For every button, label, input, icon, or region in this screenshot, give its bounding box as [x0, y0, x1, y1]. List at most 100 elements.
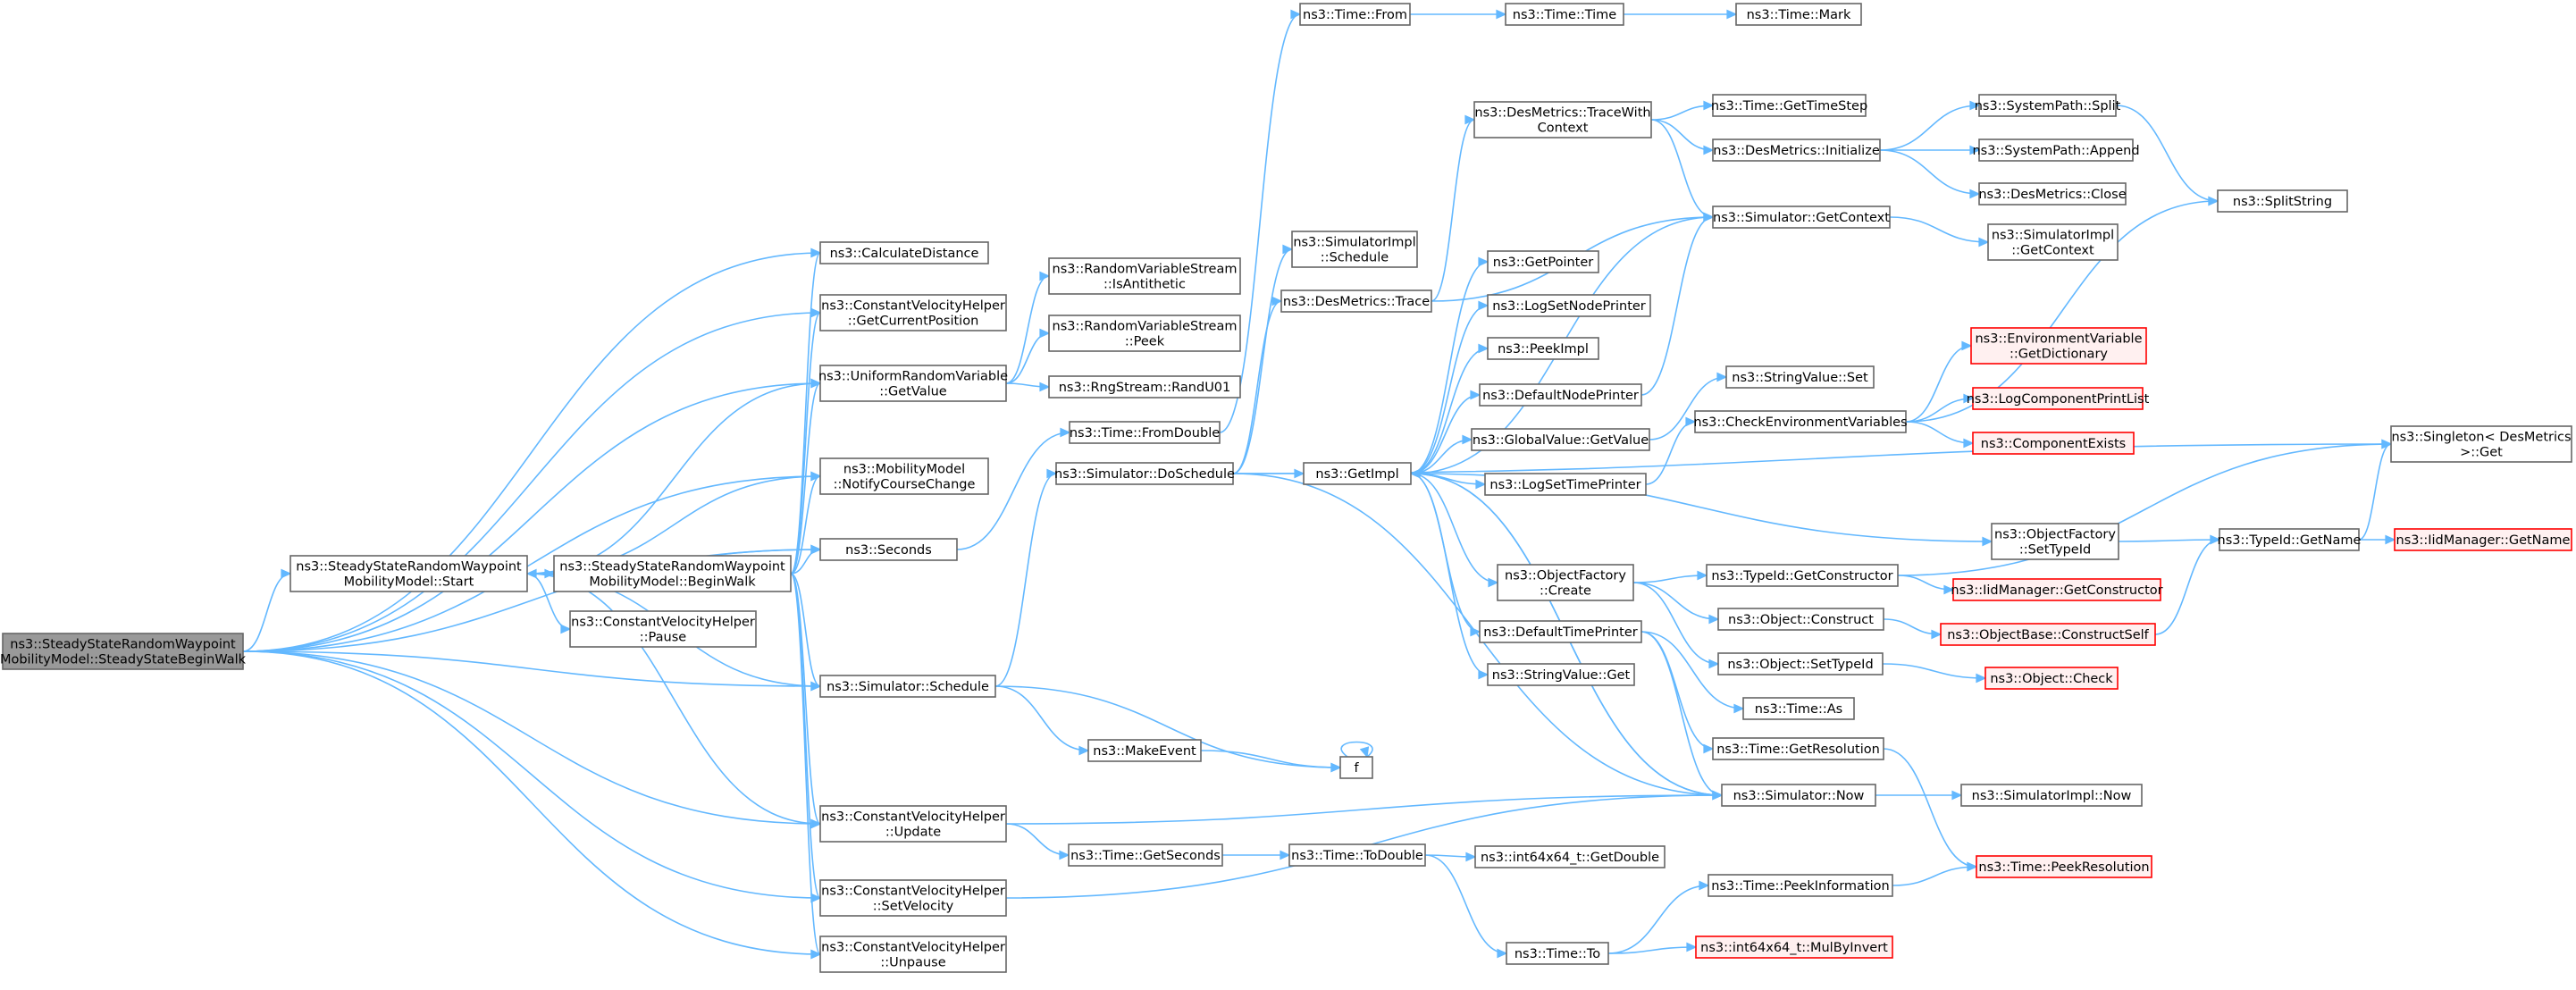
node-timemark[interactable]: ns3::Time::Mark — [1735, 3, 1862, 26]
node-getimpl[interactable]: ns3::GetImpl — [1303, 462, 1412, 485]
node-unpause[interactable]: ns3::ConstantVelocityHelper::Unpause — [819, 935, 1007, 973]
edge-arrowhead — [810, 378, 822, 389]
node-beginwalk[interactable]: ns3::SteadyStateRandomWaypointMobilityMo… — [553, 555, 792, 592]
edge-seconds-to-fromdouble — [956, 432, 1070, 550]
node-box — [553, 555, 792, 592]
node-makeevent[interactable]: ns3::MakeEvent — [1087, 739, 1202, 762]
node-peek[interactable]: ns3::RandomVariableStream::Peek — [1048, 315, 1241, 352]
node-label: ns3::Time::Time — [1513, 8, 1617, 22]
node-peekresolution[interactable]: ns3::Time::PeekResolution — [1976, 855, 2152, 878]
node-cvhupdate[interactable]: ns3::ConstantVelocityHelper::Update — [819, 805, 1007, 843]
node-spappend[interactable]: ns3::SystemPath::Append — [1972, 138, 2140, 162]
node-simimplgetcontext[interactable]: ns3::SimulatorImpl::GetContext — [1987, 223, 2119, 261]
node-getseconds[interactable]: ns3::Time::GetSeconds — [1068, 843, 1223, 867]
node-simimplnow[interactable]: ns3::SimulatorImpl::Now — [1960, 784, 2143, 807]
node-seconds[interactable]: ns3::Seconds — [819, 538, 958, 561]
node-timetime[interactable]: ns3::Time::Time — [1505, 3, 1624, 26]
node-urvgetvalue[interactable]: ns3::UniformRandomVariable::GetValue — [818, 365, 1008, 402]
node-logsettimeprinter[interactable]: ns3::LogSetTimePrinter — [1484, 473, 1647, 496]
node-isantithetic[interactable]: ns3::RandomVariableStream::IsAntithetic — [1048, 257, 1241, 295]
node-label: ns3::IidManager::GetConstructor — [1951, 583, 2162, 598]
node-todouble[interactable]: ns3::Time::ToDouble — [1288, 843, 1426, 867]
node-splitstring[interactable]: ns3::SplitString — [2217, 189, 2348, 213]
edge-arrowhead — [1685, 416, 1697, 427]
node-box — [1479, 620, 1642, 643]
node-timeto[interactable]: ns3::Time::To — [1506, 942, 1609, 965]
node-objconstruct[interactable]: ns3::Object::Construct — [1717, 608, 1884, 631]
node-root[interactable]: ns3::SteadyStateRandomWaypointMobilityMo… — [0, 633, 247, 670]
node-randu01[interactable]: ns3::RngStream::RandU01 — [1048, 375, 1241, 399]
node-iidgetconstructor[interactable]: ns3::IidManager::GetConstructor — [1951, 578, 2163, 601]
node-f[interactable]: f — [1339, 756, 1373, 779]
edge-dminitialize-to-spsplit — [1879, 105, 1980, 151]
node-logcompprintlist[interactable]: ns3::LogComponentPrintList — [1967, 387, 2150, 410]
node-ofsettypeid[interactable]: ns3::ObjectFactory::SetTypeId — [1991, 523, 2119, 560]
node-peekinformation[interactable]: ns3::Time::PeekInformation — [1708, 874, 1893, 897]
node-doschedule[interactable]: ns3::Simulator::DoSchedule — [1054, 462, 1235, 485]
node-box — [1505, 3, 1624, 26]
node-getcurpos[interactable]: ns3::ConstantVelocityHelper::GetCurrentP… — [819, 294, 1007, 331]
node-typeidgetconstructor[interactable]: ns3::TypeId::GetConstructor — [1706, 564, 1899, 587]
node-box — [1474, 845, 1666, 868]
node-notifycourse[interactable]: ns3::MobilityModel::NotifyCourseChange — [819, 457, 989, 495]
node-label: ns3::ObjectFactory — [1505, 569, 1626, 583]
edge-timeto-to-peekinformation — [1607, 885, 1709, 954]
node-gettimestep[interactable]: ns3::Time::GetTimeStep — [1711, 94, 1867, 117]
edge-arrowhead — [1271, 296, 1283, 306]
edge-defaulttimeprinter-to-simnow — [1640, 631, 1723, 796]
node-calcdist[interactable]: ns3::CalculateDistance — [819, 241, 989, 264]
node-label: MobilityModel::SteadyStateBeginWalk — [0, 653, 247, 667]
node-gvgetvalue[interactable]: ns3::GlobalValue::GetValue — [1471, 428, 1650, 451]
node-ofcreate[interactable]: ns3::ObjectFactory::Create — [1497, 564, 1634, 601]
node-simgetcontext[interactable]: ns3::Simulator::GetContext — [1712, 206, 1891, 229]
node-stringvalueset[interactable]: ns3::StringValue::Set — [1725, 365, 1875, 389]
node-typeidgetname[interactable]: ns3::TypeId::GetName — [2218, 528, 2362, 551]
node-peekimpl[interactable]: ns3::PeekImpl — [1487, 337, 1599, 360]
edge-defaultnodeprinter-to-simgetcontext — [1640, 216, 1714, 396]
edge-objbaseconstructself-to-typeidgetname — [2154, 539, 2220, 635]
node-label: ns3::Simulator::Schedule — [827, 680, 989, 694]
node-start[interactable]: ns3::SteadyStateRandomWaypointMobilityMo… — [289, 555, 528, 592]
node-iidgetname[interactable]: ns3::IidManager::GetName — [2394, 528, 2572, 551]
node-label: ns3::int64x64_t::MulByInvert — [1700, 941, 1888, 955]
node-singletonget[interactable]: ns3::Singleton< DesMetrics >::Get — [2390, 425, 2572, 463]
node-box — [1712, 138, 1881, 162]
node-timefrom[interactable]: ns3::Time::From — [1299, 3, 1411, 26]
node-logsetnodeprinter[interactable]: ns3::LogSetNodePrinter — [1487, 294, 1651, 317]
node-getpointer[interactable]: ns3::GetPointer — [1487, 250, 1599, 273]
node-setvelocity[interactable]: ns3::ConstantVelocityHelper::SetVelocity — [819, 879, 1007, 917]
node-envgetdict[interactable]: ns3::EnvironmentVariable::GetDictionary — [1970, 327, 2147, 365]
node-objcheck[interactable]: ns3::Object::Check — [1984, 667, 2119, 690]
node-simnow[interactable]: ns3::Simulator::Now — [1721, 784, 1876, 807]
edge-arrowhead — [1488, 577, 1499, 588]
node-fromdouble[interactable]: ns3::Time::FromDouble — [1069, 421, 1221, 444]
node-label: ::SetTypeId — [2019, 543, 2091, 558]
node-defaulttimeprinter[interactable]: ns3::DefaultTimePrinter — [1479, 620, 1642, 643]
node-dmclose[interactable]: ns3::DesMetrics::Close — [1978, 182, 2127, 206]
node-int64getdouble[interactable]: ns3::int64x64_t::GetDouble — [1474, 845, 1666, 868]
edge-cvhupdate-to-simnow — [1005, 794, 1723, 825]
edge-arrowhead — [1465, 852, 1477, 862]
node-schedule[interactable]: ns3::Simulator::Schedule — [819, 675, 996, 698]
node-spsplit[interactable]: ns3::SystemPath::Split — [1975, 94, 2121, 117]
node-label: ns3::Time::GetResolution — [1716, 742, 1880, 757]
node-checkenv[interactable]: ns3::CheckEnvironmentVariables — [1693, 410, 1908, 433]
node-mulbyinvert[interactable]: ns3::int64x64_t::MulByInvert — [1695, 935, 1893, 959]
node-dminitialize[interactable]: ns3::DesMetrics::Initialize — [1712, 138, 1881, 162]
node-box — [1694, 410, 1907, 433]
node-pause[interactable]: ns3::ConstantVelocityHelper::Pause — [569, 610, 757, 648]
node-defaultnodeprinter[interactable]: ns3::DefaultNodePrinter — [1479, 383, 1642, 407]
node-box — [1717, 608, 1884, 631]
node-timegetresolution[interactable]: ns3::Time::GetResolution — [1712, 737, 1884, 760]
node-label: ns3::StringValue::Set — [1732, 371, 1868, 385]
node-timeas[interactable]: ns3::Time::As — [1742, 697, 1855, 720]
node-componentexists[interactable]: ns3::ComponentExists — [1972, 432, 2135, 455]
node-simimplschedule[interactable]: ns3::SimulatorImpl::Schedule — [1291, 231, 1418, 268]
edge-arrowhead — [1697, 570, 1708, 581]
node-stringvalueget[interactable]: ns3::StringValue::Get — [1487, 663, 1635, 686]
node-objbaseconstructself[interactable]: ns3::ObjectBase::ConstructSelf — [1940, 623, 2156, 646]
node-objsettypeid[interactable]: ns3::Object::SetTypeId — [1717, 652, 1884, 675]
node-desmetricstrace[interactable]: ns3::DesMetrics::Trace — [1280, 289, 1432, 313]
node-label: ::Peek — [1125, 335, 1165, 349]
